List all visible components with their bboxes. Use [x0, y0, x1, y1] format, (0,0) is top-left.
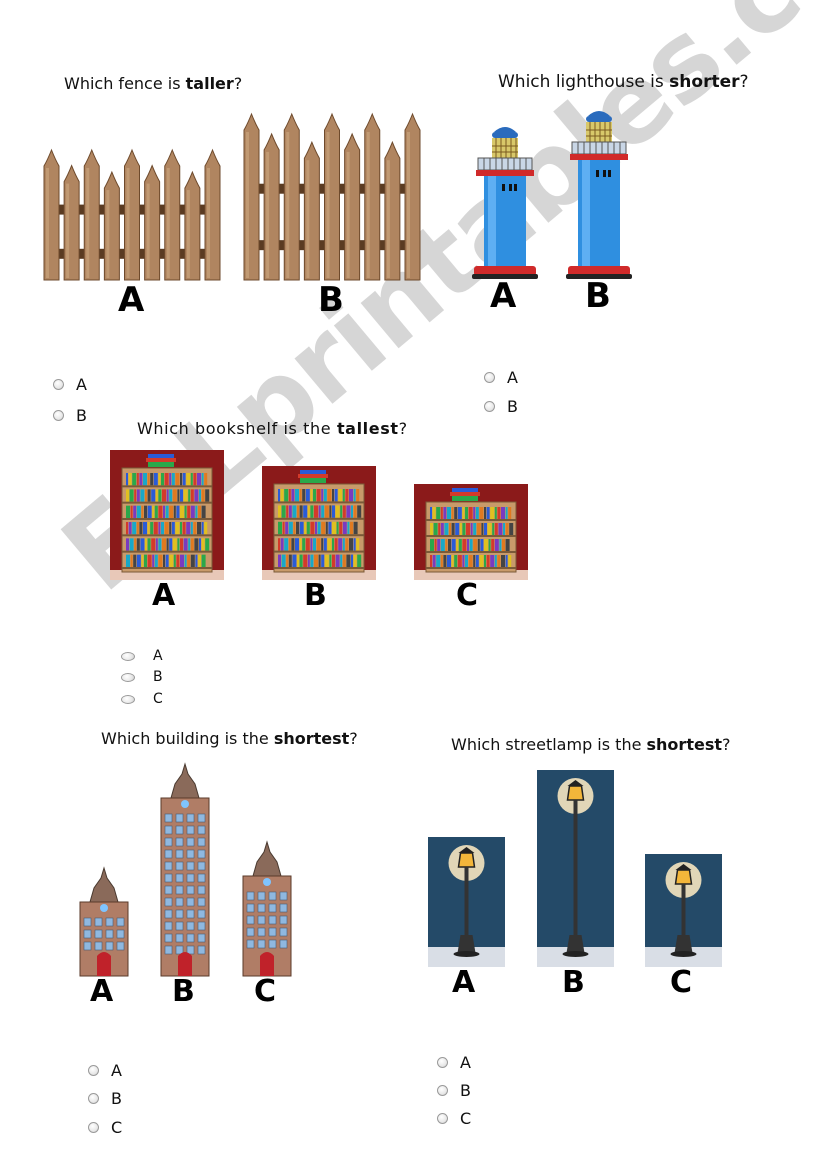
- option-a[interactable]: A: [437, 1053, 471, 1072]
- building-a-image: [79, 866, 129, 977]
- question-keyword: tallest: [336, 419, 399, 438]
- radio-button[interactable]: [88, 1122, 99, 1133]
- radio-button[interactable]: [121, 672, 135, 682]
- label-b: B: [304, 578, 327, 613]
- streetlamp-b-image: [537, 770, 614, 967]
- question-mark: ?: [233, 74, 243, 93]
- option-a[interactable]: A: [53, 375, 87, 394]
- option-label: B: [460, 1081, 471, 1100]
- question-mark: ?: [398, 419, 408, 438]
- question-lighthouse: Which lighthouse is shorter?: [498, 72, 749, 92]
- label-b: B: [562, 965, 585, 1000]
- question-fence: Which fence is taller?: [64, 74, 242, 93]
- question-text: Which lighthouse is: [498, 72, 670, 92]
- label-c: C: [456, 578, 479, 613]
- radio-button[interactable]: [121, 651, 135, 661]
- question-keyword: shortest: [273, 729, 350, 748]
- bookshelf-c-image: [414, 484, 528, 580]
- question-mark: ?: [739, 72, 749, 92]
- option-b[interactable]: B: [88, 1089, 122, 1108]
- label-a: A: [490, 276, 517, 316]
- question-building: Which building is the shortest?: [101, 729, 358, 748]
- option-a[interactable]: A: [121, 648, 163, 664]
- option-label: B: [153, 669, 163, 685]
- option-label: A: [153, 648, 163, 664]
- question-keyword: taller: [185, 74, 234, 93]
- fence-a-image: [43, 148, 221, 281]
- option-label: A: [460, 1053, 471, 1072]
- lighthouse-b-image: [566, 111, 632, 279]
- radio-button[interactable]: [437, 1113, 448, 1124]
- option-c[interactable]: C: [88, 1118, 122, 1137]
- radio-button[interactable]: [53, 410, 64, 421]
- question-text: Which streetlamp is the: [451, 735, 647, 754]
- option-c[interactable]: C: [121, 691, 163, 707]
- label-a: A: [452, 965, 476, 1000]
- fence-b-image: [243, 112, 421, 281]
- option-b[interactable]: B: [484, 397, 518, 416]
- radio-button[interactable]: [53, 379, 64, 390]
- radio-button[interactable]: [121, 694, 135, 704]
- label-a: A: [152, 578, 176, 613]
- option-label: A: [507, 368, 518, 387]
- option-label: C: [153, 691, 163, 707]
- option-label: C: [111, 1118, 123, 1137]
- question-text: Which building is the: [101, 729, 274, 748]
- radio-button[interactable]: [437, 1085, 448, 1096]
- label-b: B: [172, 974, 195, 1009]
- radio-button[interactable]: [88, 1065, 99, 1076]
- option-c[interactable]: C: [437, 1109, 471, 1128]
- label-c: C: [670, 965, 693, 1000]
- streetlamp-a-image: [428, 837, 505, 967]
- question-text: Which bookshelf is the: [137, 419, 337, 438]
- bookshelf-b-image: [262, 466, 376, 580]
- question-mark: ?: [349, 729, 358, 748]
- question-keyword: shortest: [646, 735, 722, 754]
- radio-button[interactable]: [88, 1093, 99, 1104]
- building-c-image: [242, 840, 292, 977]
- building-b-image: [160, 762, 210, 977]
- radio-button[interactable]: [484, 401, 495, 412]
- radio-button[interactable]: [484, 372, 495, 383]
- label-b: B: [318, 280, 344, 320]
- option-a[interactable]: A: [88, 1061, 122, 1080]
- option-a[interactable]: A: [484, 368, 518, 387]
- option-label: C: [460, 1109, 472, 1128]
- lighthouse-a-image: [472, 127, 538, 279]
- option-label: B: [111, 1089, 122, 1108]
- option-b[interactable]: B: [121, 669, 163, 685]
- bookshelf-a-image: [110, 450, 224, 580]
- question-text: Which fence is: [64, 74, 186, 93]
- option-b[interactable]: B: [437, 1081, 471, 1100]
- question-bookshelf: Which bookshelf is the tallest?: [137, 419, 408, 438]
- streetlamp-c-image: [645, 854, 722, 967]
- option-b[interactable]: B: [53, 406, 87, 425]
- question-keyword: shorter: [669, 72, 740, 92]
- question-streetlamp: Which streetlamp is the shortest?: [451, 735, 730, 754]
- option-label: B: [507, 397, 518, 416]
- label-c: C: [254, 974, 277, 1009]
- option-label: A: [111, 1061, 122, 1080]
- label-b: B: [585, 276, 611, 316]
- label-a: A: [118, 280, 145, 320]
- label-a: A: [90, 974, 114, 1009]
- question-mark: ?: [721, 735, 731, 754]
- option-label: B: [76, 406, 87, 425]
- option-label: A: [76, 375, 87, 394]
- radio-button[interactable]: [437, 1057, 448, 1068]
